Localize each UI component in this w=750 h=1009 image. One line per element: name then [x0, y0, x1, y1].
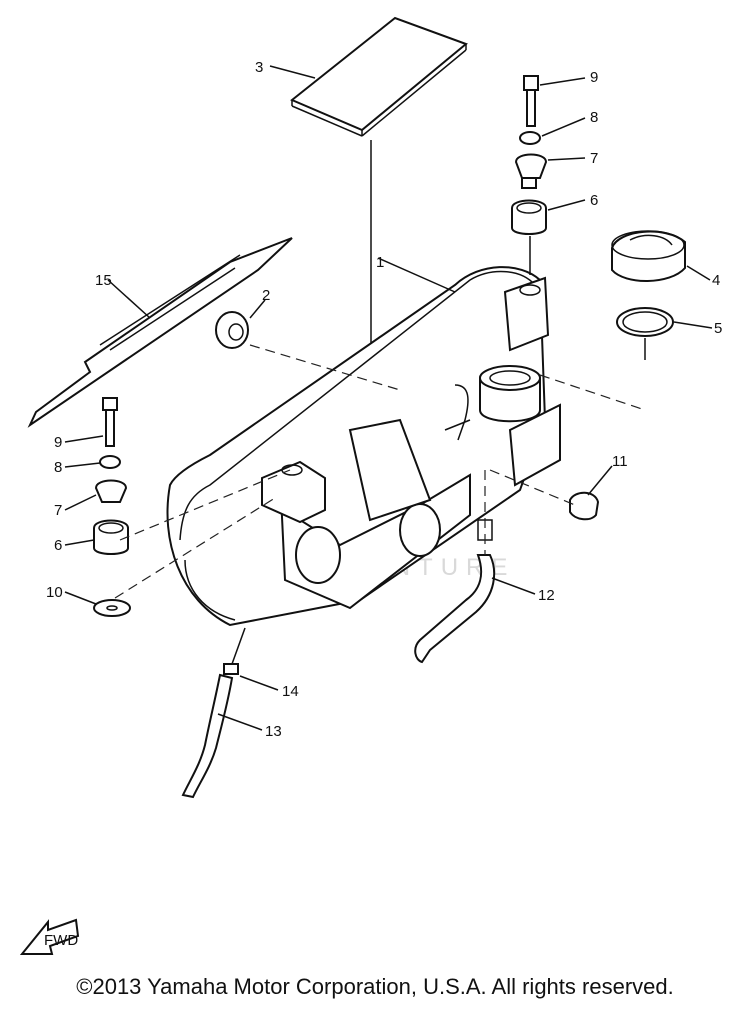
callout-12: 12 — [538, 587, 555, 604]
part-11-plug — [569, 465, 613, 521]
left-mount-hardware — [64, 397, 129, 555]
callout-5: 5 — [714, 320, 722, 337]
callout-8-left: 8 — [54, 459, 62, 476]
callout-6-right: 6 — [590, 192, 598, 209]
callout-1: 1 — [376, 254, 384, 271]
callout-9-right: 9 — [590, 69, 598, 86]
part-15-strip — [27, 237, 293, 428]
part-4-cap — [611, 230, 711, 282]
callout-14: 14 — [282, 683, 299, 700]
part-13-hose — [181, 673, 263, 799]
callout-11: 11 — [612, 453, 628, 470]
alignment-lines — [114, 344, 646, 599]
callout-2: 2 — [262, 287, 270, 304]
part-5-gasket — [616, 307, 713, 360]
callout-3: 3 — [255, 59, 263, 76]
part-12-hose — [414, 554, 536, 664]
callout-6-left: 6 — [54, 537, 62, 554]
part-2-grommet — [215, 299, 266, 349]
callout-4: 4 — [712, 272, 720, 289]
callout-10: 10 — [46, 584, 63, 601]
fwd-label: FWD — [44, 932, 78, 949]
right-mount-hardware — [511, 75, 586, 275]
part-10-washer — [64, 591, 131, 617]
part-1-oil-tank — [166, 257, 561, 627]
fwd-arrow: FWD — [19, 918, 80, 955]
callout-13: 13 — [265, 723, 282, 740]
callout-labels: 1 2 3 4 5 6 6 7 7 8 8 9 9 10 11 12 13 14… — [46, 59, 722, 740]
callout-8-right: 8 — [590, 109, 598, 126]
callout-9-left: 9 — [54, 434, 62, 451]
callout-15: 15 — [95, 272, 112, 289]
callout-7-left: 7 — [54, 502, 62, 519]
part-14-clip — [223, 627, 279, 691]
callout-7-right: 7 — [590, 150, 598, 167]
copyright-notice: ©2013 Yamaha Motor Corporation, U.S.A. A… — [76, 974, 674, 999]
